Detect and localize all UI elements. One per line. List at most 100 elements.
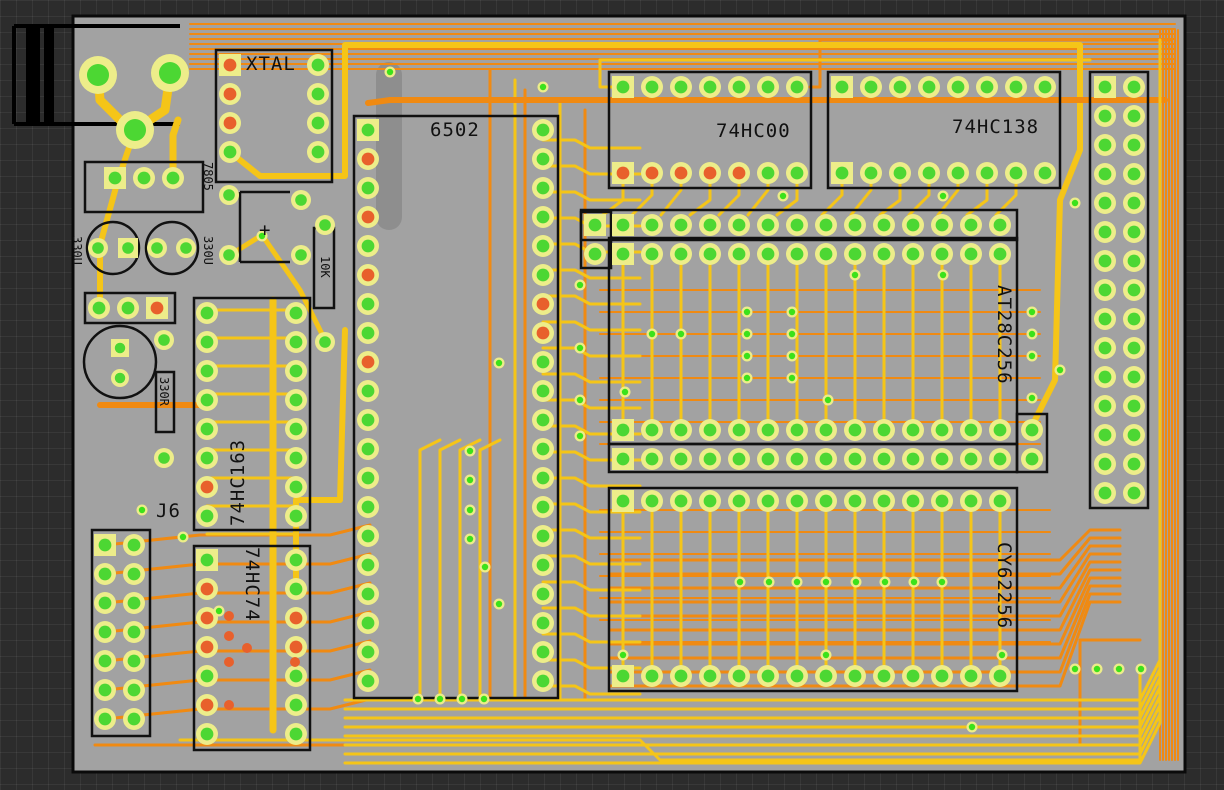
via-hole (386, 68, 394, 76)
eeprom-pad-hole (819, 218, 833, 232)
eeprom-pad-hole (703, 218, 717, 232)
eeprom-pad-hole (616, 452, 630, 466)
cpu-pad-hole (361, 674, 375, 688)
decoder-pad-hole (1009, 80, 1023, 94)
regulator-outline (83, 160, 205, 214)
via-hole (466, 535, 474, 543)
cap-pad-hole (295, 249, 307, 261)
decoder-pad-hole (980, 80, 994, 94)
bus-trace (343, 66, 1162, 765)
via-hole (539, 83, 547, 91)
decoder-pad-hole (864, 166, 878, 180)
eeprom-pad-hole (877, 218, 891, 232)
nand-pad-hole (703, 80, 717, 94)
via-hole (495, 359, 503, 367)
via-hole (824, 396, 832, 404)
label-7805: 7805 (201, 162, 215, 191)
cpu-pad-hole (361, 645, 375, 659)
eeprom-pad-hole (993, 247, 1007, 261)
flipflop-pad-hole (289, 727, 303, 741)
cpu-pad-hole (536, 587, 550, 601)
header-pad-hole (1098, 399, 1112, 413)
power-trace (169, 116, 182, 182)
sram-pad-hole (906, 494, 920, 508)
flipflop-pad-hole (200, 727, 214, 741)
label-cy62256: CY62256 (993, 542, 1015, 629)
header-pad-hole (1127, 457, 1141, 471)
nand-pad-hole (790, 166, 804, 180)
cpu-outline (352, 114, 560, 700)
via-hole (576, 396, 584, 404)
eeprom-pad-hole (703, 247, 717, 261)
header-pad-hole (1098, 167, 1112, 181)
counter-pad-hole (200, 335, 214, 349)
jack-pad-hole (86, 63, 110, 87)
xtal-pad-hole (223, 116, 237, 130)
power-trace (227, 42, 1083, 423)
bus-trace (608, 528, 1122, 562)
eeprom-pad-hole (790, 247, 804, 261)
counter-pad-hole (200, 393, 214, 407)
eeprom-pad-hole (993, 218, 1007, 232)
label-cap-right: 330U (201, 236, 215, 265)
via-red (290, 657, 300, 667)
via-hole (968, 723, 976, 731)
power-trace (365, 97, 1168, 106)
flipflop-pad-hole (200, 698, 214, 712)
cpu-pad-hole (536, 645, 550, 659)
via-hole (851, 271, 859, 279)
cap-pad-hole (223, 189, 235, 201)
via-hole (619, 651, 627, 659)
cpu-pad-hole (361, 384, 375, 398)
cpu-pad-hole (361, 616, 375, 630)
header-pad-hole (1098, 109, 1112, 123)
via-red (224, 611, 234, 621)
eeprom-pad-hole (588, 247, 602, 261)
decoder-pad-hole (951, 80, 965, 94)
counter-pad-hole (200, 480, 214, 494)
logic-trace (103, 581, 372, 605)
sram-pad-hole (703, 494, 717, 508)
decoder-outline (826, 70, 1062, 190)
cpu-pad-hole (361, 326, 375, 340)
decoder-pad-hole (1009, 166, 1023, 180)
cpu-pad-hole (536, 123, 550, 137)
header-pad-hole (1127, 167, 1141, 181)
header-pad-hole (1127, 283, 1141, 297)
logic-trace (103, 552, 372, 576)
resistor-pad-hole (319, 219, 331, 231)
counter-pad-hole (289, 451, 303, 465)
via-red (224, 700, 234, 710)
sram-pad-hole (877, 494, 891, 508)
counter-pad-hole (200, 364, 214, 378)
via-hole (677, 330, 685, 338)
sram-pad-hole (645, 494, 659, 508)
via-hole (458, 695, 466, 703)
eeprom-pad-hole (906, 218, 920, 232)
nand-pad-hole (645, 80, 659, 94)
eeprom-pad-hole (1025, 452, 1039, 466)
cpu-pad-hole (536, 355, 550, 369)
via-hole (1115, 665, 1123, 673)
eeprom-pad-hole (732, 423, 746, 437)
left-header-pad-hole (127, 654, 141, 668)
eeprom-pad-hole (761, 247, 775, 261)
resistor-pad-hole (158, 334, 170, 346)
via-hole (480, 695, 488, 703)
eeprom-pad-hole (964, 423, 978, 437)
cpu-pad-hole (536, 674, 550, 688)
counter-pad-hole (200, 422, 214, 436)
eeprom-pad-hole (703, 423, 717, 437)
nand-pad-hole (616, 166, 630, 180)
eeprom-pad-hole (645, 247, 659, 261)
counter-pad-hole (200, 509, 214, 523)
cap-pad-hole (92, 242, 104, 254)
via-hole (1028, 308, 1036, 316)
via-hole (939, 192, 947, 200)
eeprom-pad-hole (993, 452, 1007, 466)
eeprom-pad-hole (674, 452, 688, 466)
via-hole (743, 330, 751, 338)
header-pad-hole (1098, 341, 1112, 355)
cpu-pad-hole (536, 616, 550, 630)
flipflop-pad-hole (200, 582, 214, 596)
